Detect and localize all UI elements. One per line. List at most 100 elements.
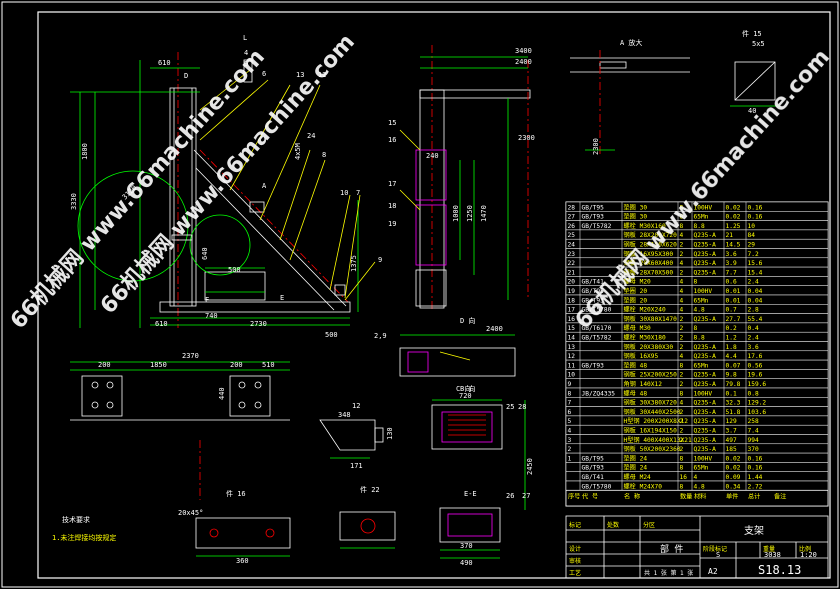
part-12-dim-0: 348 (338, 411, 351, 419)
table-cell: 100HV (694, 455, 713, 462)
table-cell: 11 (568, 362, 576, 369)
table-cell: 钢板 25X200X250 (624, 371, 678, 379)
callout-24: 24 (307, 132, 315, 140)
table-cell: 2 (568, 446, 572, 453)
tb-label-review: 审核 (569, 557, 581, 565)
callout-5: 5 (244, 60, 248, 68)
table-cell: H型钢 400X400X13X21 (624, 436, 693, 444)
section-ee-dim-0: 370 (460, 542, 473, 550)
table-cell: 19.6 (748, 372, 763, 379)
section-ee (439, 507, 501, 559)
side-callout-17: 17 (388, 180, 396, 188)
table-cell: 159.6 (748, 381, 767, 388)
table-cell: GB/T95 (582, 204, 605, 211)
table-cell: 7.2 (748, 251, 759, 258)
side-dim-2: 2300 (518, 134, 535, 142)
table-cell: 20 (568, 279, 576, 286)
callout-4: 4 (244, 49, 248, 57)
table-cell: 9.8 (726, 372, 737, 379)
dim-main-7: 500 (325, 331, 338, 339)
table-cell: 994 (748, 437, 759, 444)
table-cell: 51.8 (726, 409, 741, 416)
table-cell: 16 (568, 316, 576, 323)
tb-label-scale: 比例 (799, 545, 811, 553)
table-cell: 0.4 (748, 325, 759, 332)
table-cell: 14.5 (726, 242, 741, 249)
table-cell: 3.9 (726, 260, 737, 267)
table-cell: 21 (568, 269, 576, 276)
table-cell: 4 (680, 260, 684, 267)
table-cell: 258 (748, 418, 759, 425)
table-cell: GB/T95 (582, 288, 605, 295)
table-cell: JB/ZQ4335 (582, 390, 616, 397)
part-16-title: 件 16 (226, 489, 246, 498)
callout-L: L (243, 34, 247, 42)
dim-main-10: 2,9 (374, 332, 387, 340)
tb-stage-mark: S (716, 551, 720, 559)
table-cell: 2.4 (748, 335, 759, 342)
tb-label-design: 设计 (569, 545, 581, 553)
tb-label-stage: 阶段标记 (703, 545, 727, 553)
table-cell: 497 (726, 437, 737, 444)
sheet-frame-inner (37, 11, 831, 579)
table-cell: 18 (568, 297, 576, 304)
callout-9: 9 (378, 256, 382, 264)
dim-main-6: 2730 (250, 320, 267, 328)
table-cell: GB/T5782 (582, 223, 612, 230)
table-cell: 8 (680, 214, 684, 221)
table-cell: 5 (568, 418, 572, 425)
table-cell: Q235-A (694, 242, 717, 249)
table-cell: 钢板 50X200X2360 (624, 445, 681, 453)
table-cell: 0.16 (748, 214, 763, 221)
table-cell: 12 (568, 353, 576, 360)
table-cell: 4 (680, 307, 684, 314)
table-cell: 16 (680, 474, 688, 481)
table-cell: GB/T93 (582, 297, 605, 304)
table-cell: Q235-A (694, 269, 717, 276)
table-cell: GB/T5782 (582, 335, 612, 342)
table-cell: 24 (568, 242, 576, 249)
table-cell: Q235-A (694, 400, 717, 407)
table-cell: 2 (680, 418, 684, 425)
table-cell: 65Mn (694, 465, 709, 472)
table-cell: 8 (680, 204, 684, 211)
side-callout-19: 19 (388, 220, 396, 228)
table-cell: Q235-A (694, 381, 717, 388)
table-cell: 0.01 (726, 288, 741, 295)
callout-F: F (205, 296, 209, 304)
table-cell: 1.8 (726, 344, 737, 351)
detail-15-title: 件 15 (742, 29, 762, 38)
table-cell: 4 (694, 474, 698, 481)
table-cell: Q235-A (694, 316, 717, 323)
callout-D: D (184, 72, 188, 80)
table-header-cell: 序号 (568, 492, 580, 500)
table-cell: 钢板 20X60X400 (624, 259, 674, 267)
table-cell: 4.8 (694, 483, 705, 490)
side-dim-0: 3400 (515, 47, 532, 55)
detail-15-dim-1: 40 (748, 107, 756, 115)
table-cell: 8 (680, 390, 684, 397)
table-cell: 3 (568, 437, 572, 444)
table-cell: 27.7 (726, 316, 741, 323)
table-cell: 0.16 (748, 204, 763, 211)
table-cell: 15.6 (748, 260, 763, 267)
table-cell: 3.6 (748, 344, 759, 351)
view-a-title: A 放大 (620, 38, 642, 47)
side-dim-3: 1000 (452, 205, 460, 222)
table-cell: 1.25 (726, 223, 741, 230)
table-cell: 螺栓 M30X180 (624, 334, 666, 342)
table-cell: 8 (680, 223, 684, 230)
table-cell: 3.6 (726, 251, 737, 258)
table-cell: 螺母 M24 (624, 473, 652, 481)
table-cell: 0.6 (726, 279, 737, 286)
side-dim-5: 1250 (466, 205, 474, 222)
note-title: 技术要求 (62, 515, 90, 524)
table-cell: 螺栓 M24X70 (624, 482, 663, 490)
